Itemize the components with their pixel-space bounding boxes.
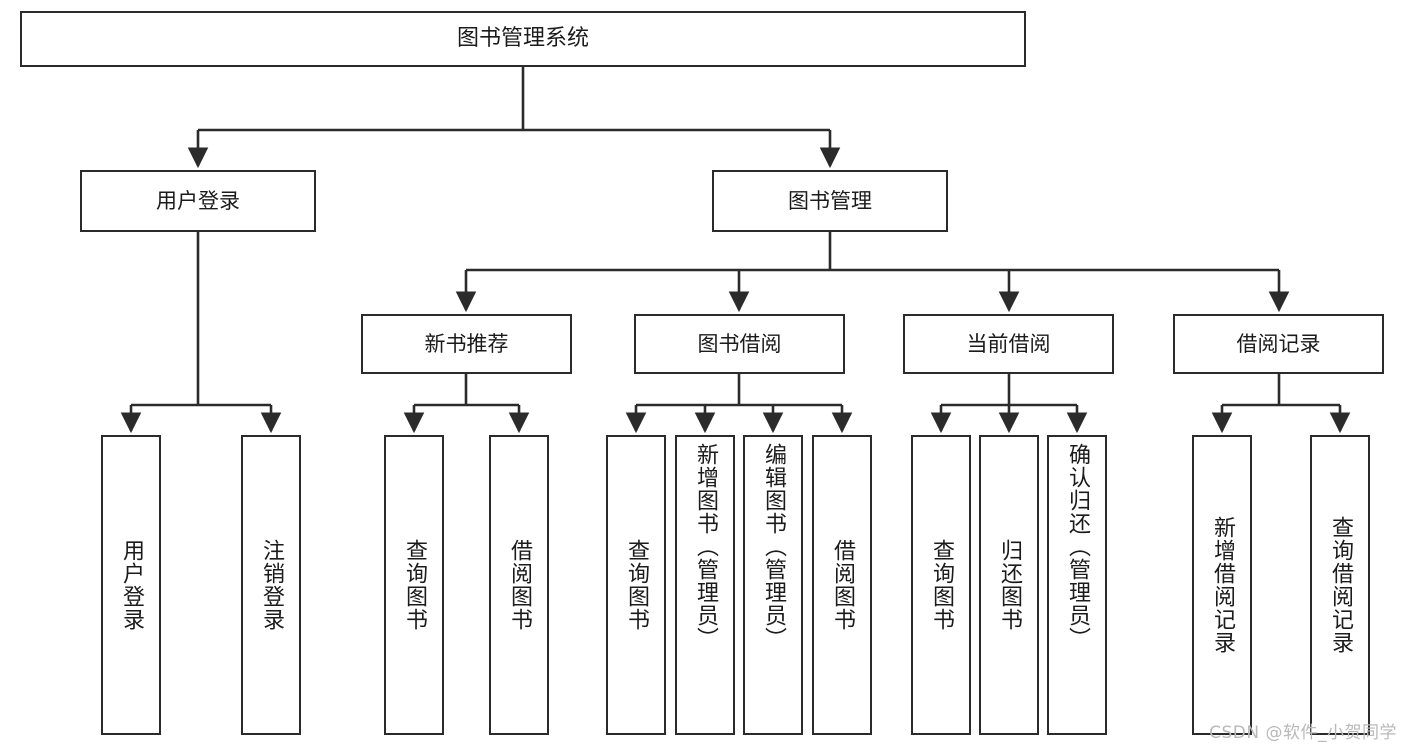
- node-label: 图书管理: [788, 188, 872, 213]
- node-label: 注销登录: [259, 539, 284, 631]
- node-label: 新增图书（管理员）: [693, 443, 718, 650]
- node-label: 查询图书: [624, 539, 649, 631]
- node-book-borrow[interactable]: 图书借阅: [634, 314, 845, 374]
- node-label: 确认归还（管理员）: [1065, 443, 1090, 650]
- node-label: 用户登录: [119, 539, 144, 631]
- leaf-bb-borrow-book[interactable]: 借阅图书: [812, 435, 872, 735]
- node-current-borrow[interactable]: 当前借阅: [903, 314, 1114, 374]
- node-label: 借阅图书: [830, 539, 855, 631]
- leaf-nb-borrow-book[interactable]: 借阅图书: [489, 435, 549, 735]
- node-label: 当前借阅: [966, 331, 1051, 356]
- leaf-br-add-record[interactable]: 新增借阅记录: [1192, 435, 1252, 735]
- node-label: 查询图书: [929, 539, 954, 631]
- node-label: 用户登录: [156, 188, 240, 213]
- node-new-book-recommend[interactable]: 新书推荐: [361, 314, 572, 374]
- node-book-manage[interactable]: 图书管理: [712, 170, 948, 232]
- leaf-bb-add-book[interactable]: 新增图书（管理员）: [675, 435, 735, 735]
- node-label: 查询图书: [402, 539, 427, 631]
- node-label: 编辑图书（管理员）: [761, 443, 786, 650]
- node-borrow-record[interactable]: 借阅记录: [1173, 314, 1384, 374]
- leaf-br-query-record[interactable]: 查询借阅记录: [1310, 435, 1370, 735]
- leaf-bb-query-book[interactable]: 查询图书: [606, 435, 666, 735]
- node-label: 查询借阅记录: [1328, 516, 1353, 654]
- node-label: 借阅记录: [1236, 331, 1321, 356]
- leaf-user-login[interactable]: 用户登录: [101, 435, 161, 735]
- csdn-watermark: CSDN @软件_小贺同学: [1209, 723, 1397, 743]
- node-root-system[interactable]: 图书管理系统: [20, 11, 1026, 67]
- leaf-bb-edit-book[interactable]: 编辑图书（管理员）: [743, 435, 803, 735]
- leaf-cb-confirm-return[interactable]: 确认归还（管理员）: [1047, 435, 1107, 735]
- leaf-nb-query-book[interactable]: 查询图书: [384, 435, 444, 735]
- node-label: 图书借阅: [697, 331, 782, 356]
- leaf-cb-return-book[interactable]: 归还图书: [979, 435, 1039, 735]
- node-label: 新书推荐: [424, 331, 509, 356]
- node-label: 图书管理系统: [456, 26, 589, 52]
- leaf-logout[interactable]: 注销登录: [241, 435, 301, 735]
- leaf-cb-query-book[interactable]: 查询图书: [911, 435, 971, 735]
- node-label: 归还图书: [997, 539, 1022, 631]
- node-user-login[interactable]: 用户登录: [80, 170, 316, 232]
- node-label: 借阅图书: [507, 539, 532, 631]
- node-label: 新增借阅记录: [1210, 516, 1235, 654]
